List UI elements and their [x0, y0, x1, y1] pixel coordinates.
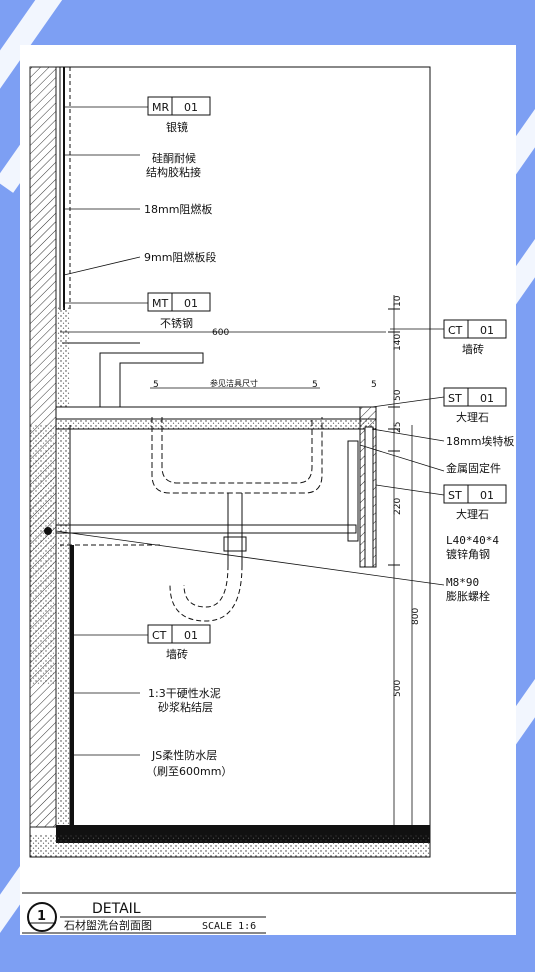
bracket-post [347, 440, 359, 542]
tag-mirror-no: 01 [184, 101, 198, 114]
label-js-1: JS柔性防水层 [151, 748, 217, 762]
tag-steel-name: 不锈钢 [160, 317, 193, 330]
tag-marble2-code: ST [448, 489, 462, 502]
tag-tile-no: 01 [480, 324, 494, 337]
wall-concrete [56, 425, 70, 825]
tag-tile2-no: 01 [184, 629, 198, 642]
tag-marble-name: 大理石 [456, 410, 489, 424]
drawing-sheet: MR 01 银镜 硅酮耐候 结构胶粘接 18mm阻燃板 9mm阻燃板段 MT 0… [20, 45, 516, 935]
angle-steel [55, 524, 357, 534]
tag-steel-code: MT [152, 297, 168, 310]
apron-front [364, 426, 374, 568]
countertop-substrate [55, 418, 377, 430]
countertop [55, 406, 377, 420]
leader-lines [55, 106, 445, 756]
drain-coupling [223, 536, 247, 552]
title-number: 1 [37, 909, 46, 924]
dim-5b: 5 [312, 380, 318, 390]
title-detail: DETAIL [92, 901, 141, 917]
label-board9: 9mm阻燃板段 [144, 250, 216, 264]
steel-strip [56, 307, 70, 407]
tag-steel-no: 01 [184, 297, 198, 310]
floor-base [30, 835, 430, 857]
label-bolt-1: M8*90 [446, 576, 479, 589]
tag-mirror-code: MR [152, 101, 169, 114]
label-angle-2: 镀锌角钢 [446, 547, 490, 561]
tag-tile-code: CT [448, 324, 463, 337]
label-angle-1: L40*40*4 [446, 534, 499, 547]
tag-marble-no: 01 [480, 392, 494, 405]
dim-500: 500 [393, 680, 403, 697]
label-mortar-2: 砂浆粘结层 [158, 700, 213, 714]
tag-marble2: ST 01 大理石 [443, 484, 507, 521]
tag-steel: MT 01 不锈钢 [147, 292, 211, 330]
label-fixing: 金属固定件 [446, 461, 501, 475]
label-bolt-2: 膨胀螺栓 [446, 589, 490, 603]
tag-mirror: MR 01 银镜 [147, 96, 211, 134]
tag-marble2-no: 01 [480, 489, 494, 502]
label-glue-2: 结构胶粘接 [146, 165, 201, 179]
dim-5c: 5 [371, 380, 377, 390]
tile-layer [70, 545, 74, 835]
dim-600: 600 [212, 328, 229, 338]
faucet [99, 352, 204, 407]
dim-5a: 5 [153, 380, 159, 390]
label-osb: 18mm埃特板 [446, 434, 514, 448]
dim-800: 800 [411, 608, 421, 625]
dim-25: 25 [393, 422, 403, 433]
title-scale: SCALE 1:6 [202, 921, 256, 932]
tag-mirror-name: 银镜 [166, 120, 188, 134]
label-mortar-1: 1:3干硬性水泥 [148, 686, 221, 700]
wall-lower-concrete [30, 425, 56, 685]
tag-tile2-code: CT [152, 629, 167, 642]
tag-tile-name: 墙砖 [462, 342, 484, 356]
p-trap [60, 544, 243, 622]
dim-10: 10 [393, 295, 403, 307]
dim-50: 50 [393, 389, 403, 401]
label-js-2: （刷至600mm） [146, 765, 232, 778]
title-number-circle [27, 902, 57, 932]
tag-tile: CT 01 墙砖 [443, 319, 507, 356]
basin-inner [161, 417, 313, 484]
tag-marble-code: ST [448, 392, 462, 405]
tag-marble2-name: 大理石 [456, 507, 489, 521]
label-glue-1: 硅酮耐候 [152, 151, 196, 165]
tag-tile2: CT 01 墙砖 [147, 624, 211, 661]
tag-tile2-name: 墙砖 [166, 647, 188, 661]
label-board18: 18mm阻燃板 [144, 202, 212, 216]
dim-220: 220 [393, 498, 403, 515]
tag-marble: ST 01 大理石 [443, 387, 507, 424]
section-drawing: MR 01 银镜 硅酮耐候 结构胶粘接 18mm阻燃板 9mm阻燃板段 MT 0… [22, 66, 516, 934]
title-subtitle: 石材盥洗台剖面图 [64, 918, 152, 932]
dim-140: 140 [393, 334, 403, 351]
label-basin-size: 参见洁具尺寸 [210, 378, 258, 388]
basin [151, 417, 323, 494]
drain-pipe [227, 493, 243, 565]
bolt-head [44, 527, 52, 535]
